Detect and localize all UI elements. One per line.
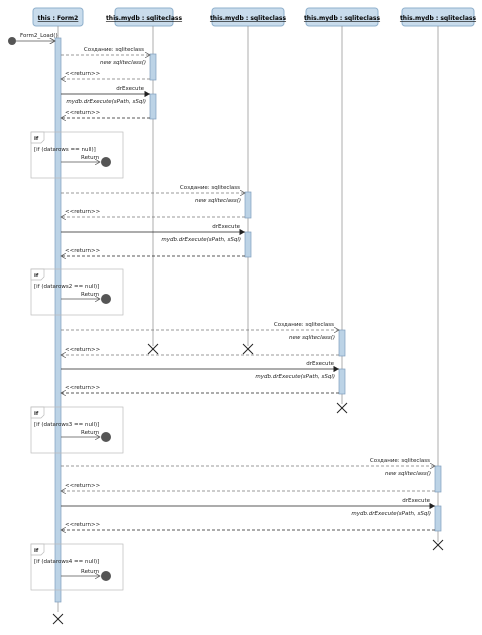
destroy-mark-form2 xyxy=(52,613,64,625)
destroy-mark-mydb-4 xyxy=(432,539,444,551)
activation-mydb-1-exec xyxy=(149,93,157,120)
destroy-mark-mydb-3 xyxy=(336,402,348,414)
svg-text:[if (datarows == null)]: [if (datarows == null)] xyxy=(34,147,96,153)
return-label: <<return>> xyxy=(65,110,101,116)
create-label: Создание: sqliteclass xyxy=(84,47,144,53)
alt-fragment-2: if [if (datarows2 == null)] Return xyxy=(30,268,124,316)
alt-fragment-4: if [if (datarows4 == null)] Return xyxy=(30,543,124,591)
svg-text:if: if xyxy=(34,548,39,554)
drexecute-label: drExecute xyxy=(402,498,430,504)
svg-text:this.mydb : sqliteclass: this.mydb : sqliteclass xyxy=(210,15,287,22)
drexecute-label: drExecute xyxy=(116,86,144,92)
svg-text:[if (datarows2 == null)]: [if (datarows2 == null)] xyxy=(34,284,99,290)
svg-text:if: if xyxy=(34,136,39,142)
create-label: Создание: sqliteclass xyxy=(180,185,240,191)
activation-mydb-4-create xyxy=(434,465,442,493)
ctor-label: new sqliteclass() xyxy=(100,60,146,66)
activation-mydb-2-exec xyxy=(244,231,252,258)
alt-fragment-1: if [if (datarows == null)] Return xyxy=(30,131,124,179)
activation-mydb-3-create xyxy=(338,329,346,357)
drexecute-label: drExecute xyxy=(306,361,334,367)
call-label: mydb.drExecute(sPath, sSql) xyxy=(255,374,335,380)
activation-mydb-3-exec xyxy=(338,368,346,395)
lifeline-header-form2: this : Form2 xyxy=(32,7,84,27)
start-node xyxy=(8,37,16,45)
call-label: mydb.drExecute(sPath, sSql) xyxy=(351,511,431,517)
svg-text:Return: Return xyxy=(81,292,100,298)
call-label: mydb.drExecute(sPath, sSql) xyxy=(66,99,146,105)
end-node xyxy=(101,294,111,304)
return-label: <<return>> xyxy=(65,522,101,528)
end-node xyxy=(101,571,111,581)
svg-text:this : Form2: this : Form2 xyxy=(38,15,79,22)
activation-mydb-4-exec xyxy=(434,505,442,532)
destroy-mark-mydb-2 xyxy=(242,343,254,355)
call-label: mydb.drExecute(sPath, sSql) xyxy=(161,237,241,243)
lifeline-header-mydb-2: this.mydb : sqliteclass xyxy=(210,7,287,27)
return-label: <<return>> xyxy=(65,347,101,353)
end-node xyxy=(101,157,111,167)
end-node xyxy=(101,432,111,442)
return-label: <<return>> xyxy=(65,71,101,77)
svg-text:this.mydb : sqliteclass: this.mydb : sqliteclass xyxy=(106,15,183,22)
activation-form2 xyxy=(54,37,62,603)
svg-text:Return: Return xyxy=(81,155,100,161)
svg-text:if: if xyxy=(34,273,39,279)
destroy-mark-mydb-1 xyxy=(147,343,159,355)
ctor-label: new sqliteclass() xyxy=(289,335,335,341)
activation-mydb-2-create xyxy=(244,191,252,219)
return-label: <<return>> xyxy=(65,248,101,254)
lifeline-header-mydb-3: this.mydb : sqliteclass xyxy=(304,7,381,27)
lifeline-header-mydb-4: this.mydb : sqliteclass xyxy=(400,7,477,27)
svg-text:Return: Return xyxy=(81,430,100,436)
lifeline-header-mydb-1: this.mydb : sqliteclass xyxy=(106,7,183,27)
activation-mydb-1-create xyxy=(149,53,157,81)
drexecute-label: drExecute xyxy=(212,224,240,230)
create-label: Создание: sqliteclass xyxy=(274,322,334,328)
svg-text:Return: Return xyxy=(81,569,100,575)
ctor-label: new sqliteclass() xyxy=(385,471,431,477)
ctor-label: new sqliteclass() xyxy=(195,198,241,204)
start-call-label: Form2_Load() xyxy=(20,33,58,39)
alt-fragment-3: if [if (datarows3 == null)] Return xyxy=(30,406,124,454)
return-label: <<return>> xyxy=(65,209,101,215)
create-label: Создание: sqliteclass xyxy=(370,458,430,464)
svg-text:if: if xyxy=(34,411,39,417)
svg-text:this.mydb : sqliteclass: this.mydb : sqliteclass xyxy=(304,15,381,22)
svg-text:this.mydb : sqliteclass: this.mydb : sqliteclass xyxy=(400,15,477,22)
svg-text:[if (datarows4 == null)]: [if (datarows4 == null)] xyxy=(34,559,99,565)
svg-text:[if (datarows3 == null)]: [if (datarows3 == null)] xyxy=(34,422,99,428)
return-label: <<return>> xyxy=(65,483,101,489)
return-label: <<return>> xyxy=(65,385,101,391)
